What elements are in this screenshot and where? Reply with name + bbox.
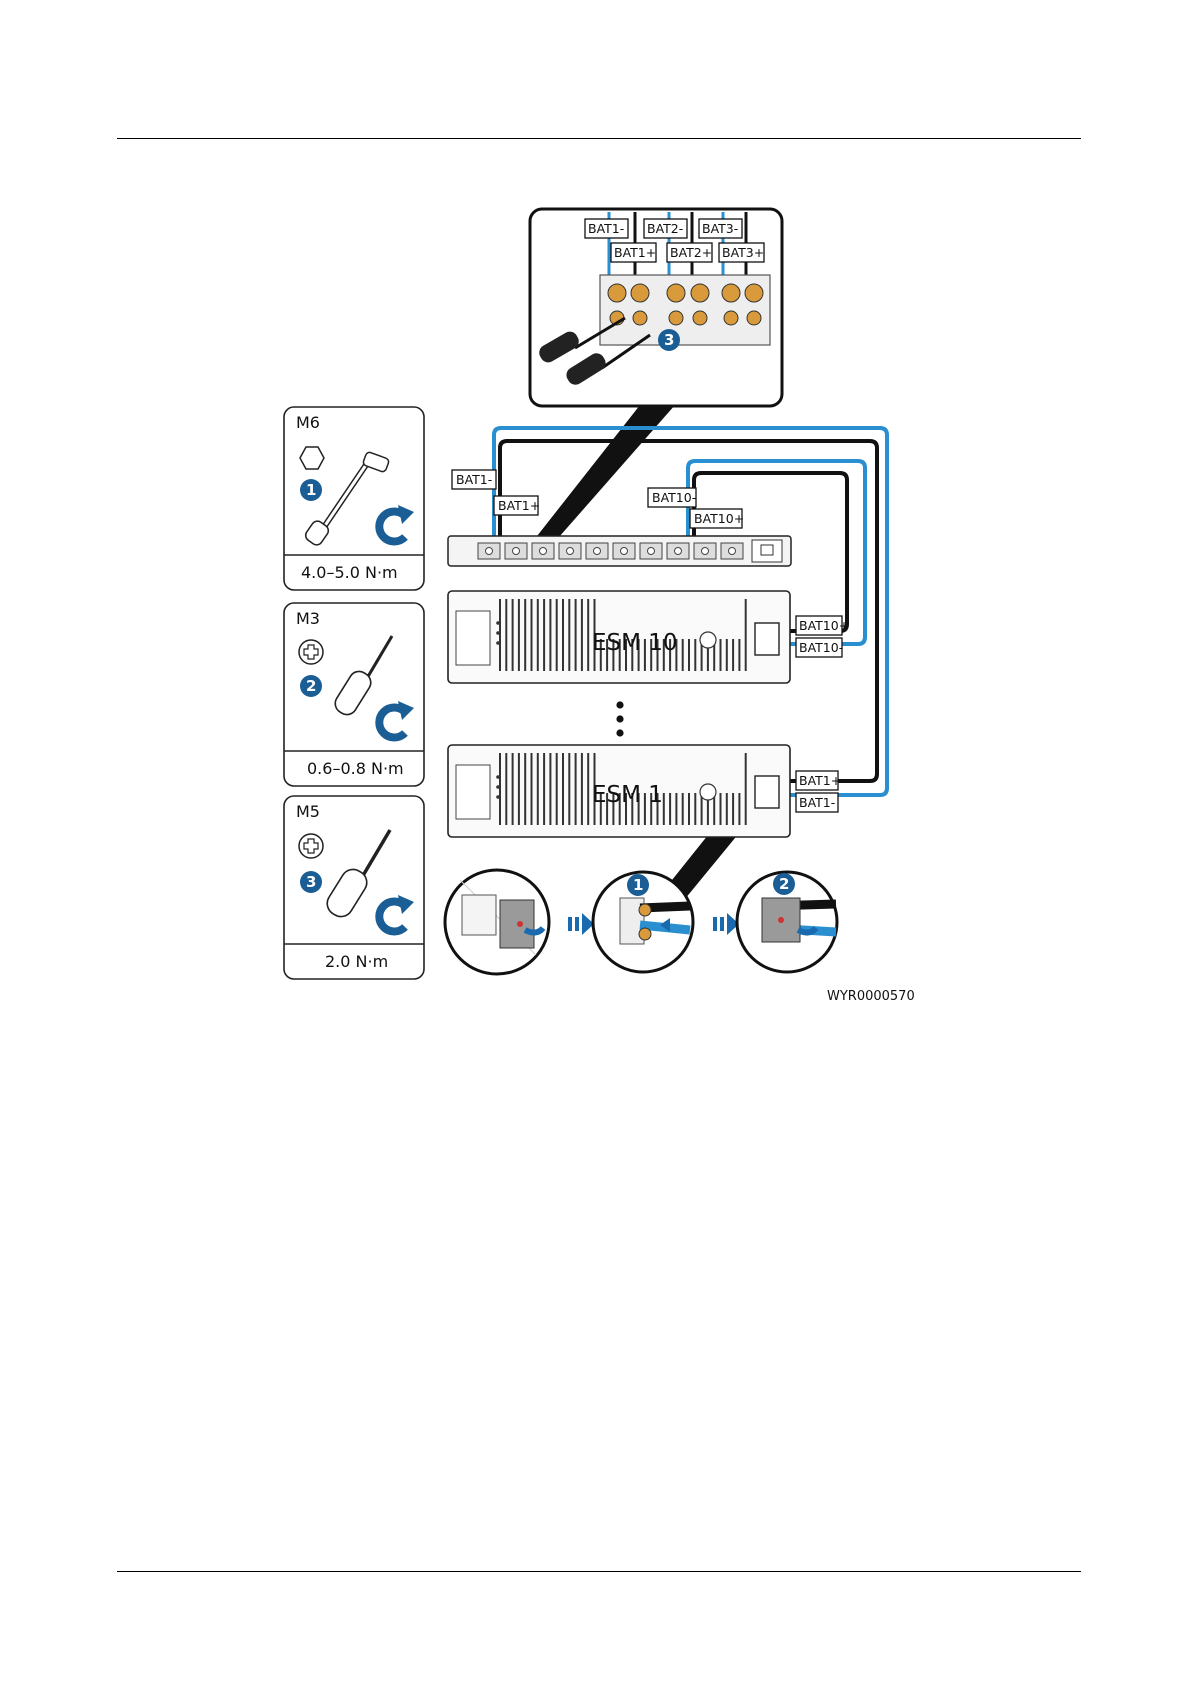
- svg-text:2.0 N·m: 2.0 N·m: [325, 952, 388, 971]
- zoom-label-bat3-pos: BAT3+: [719, 243, 764, 262]
- phillips-icon: [299, 834, 323, 858]
- svg-text:BAT1-: BAT1-: [456, 472, 492, 487]
- svg-text:BAT10+: BAT10+: [694, 511, 744, 526]
- svg-text:BAT1+: BAT1+: [799, 773, 841, 788]
- esm1-label-pos: BAT1+: [796, 771, 841, 790]
- svg-text:3: 3: [664, 331, 674, 349]
- busbar-label-bat1-neg: BAT1-: [452, 470, 496, 489]
- zoom-label-bat2-pos: BAT2+: [667, 243, 712, 262]
- svg-text:1: 1: [633, 876, 643, 894]
- detail-circle-step-1: 1: [593, 872, 693, 972]
- esm10-label-neg: BAT10-: [796, 638, 843, 657]
- tool-panel-m5: M5 3 2.0 N·m: [284, 796, 424, 979]
- tool-panel-m6: M6 1 4.0–5.0 N·m: [284, 407, 424, 590]
- busbar-label-bat10-pos: BAT10+: [690, 509, 744, 528]
- busbar-unit: [448, 536, 791, 566]
- svg-text:BAT1-: BAT1-: [588, 221, 624, 236]
- esm-module-10: ESM 10: [448, 591, 790, 683]
- busbar-label-bat10-neg: BAT10-: [648, 488, 696, 507]
- esm-10-name: ESM 10: [592, 630, 678, 656]
- svg-text:M6: M6: [296, 413, 320, 432]
- tool-panel-m3: M3 2 0.6–0.8 N·m: [284, 603, 424, 786]
- ellipsis-dots: [616, 701, 623, 736]
- figure-id: WYR0000570: [827, 989, 915, 1004]
- esm1-label-neg: BAT1-: [796, 793, 838, 812]
- phillips-icon: [299, 640, 323, 664]
- svg-text:2: 2: [306, 677, 316, 695]
- svg-text:M3: M3: [296, 609, 320, 628]
- svg-text:2: 2: [779, 875, 789, 893]
- svg-text:BAT2+: BAT2+: [670, 245, 712, 260]
- svg-text:BAT3-: BAT3-: [702, 221, 738, 236]
- esm-1-name: ESM 1: [592, 782, 663, 808]
- zoom-label-bat3-neg: BAT3-: [699, 219, 742, 238]
- svg-text:BAT1-: BAT1-: [799, 795, 835, 810]
- svg-text:3: 3: [306, 873, 316, 891]
- svg-text:BAT3+: BAT3+: [722, 245, 764, 260]
- detail-circle-initial: [445, 870, 549, 974]
- svg-text:BAT10+: BAT10+: [799, 618, 849, 633]
- svg-text:BAT10-: BAT10-: [799, 640, 843, 655]
- hexagon-icon: [300, 447, 324, 469]
- svg-text:BAT1+: BAT1+: [498, 498, 540, 513]
- zoom-label-bat1-neg: BAT1-: [585, 219, 628, 238]
- busbar-label-bat1-pos: BAT1+: [494, 496, 540, 515]
- detail-circle-step-2: 2: [737, 872, 837, 972]
- zoom-label-bat1-pos: BAT1+: [611, 243, 656, 262]
- svg-text:BAT2-: BAT2-: [647, 221, 683, 236]
- svg-text:BAT10-: BAT10-: [652, 490, 696, 505]
- svg-text:0.6–0.8 N·m: 0.6–0.8 N·m: [307, 759, 404, 778]
- svg-text:M5: M5: [296, 802, 320, 821]
- esm-module-1: ESM 1: [448, 745, 790, 837]
- arrow-right-2: [713, 913, 739, 935]
- arrow-right-1: [568, 913, 594, 935]
- svg-text:BAT1+: BAT1+: [614, 245, 656, 260]
- svg-text:4.0–5.0 N·m: 4.0–5.0 N·m: [301, 563, 398, 582]
- svg-text:1: 1: [306, 481, 316, 499]
- esm10-label-pos: BAT10+: [796, 616, 849, 635]
- zoom-label-bat2-neg: BAT2-: [644, 219, 687, 238]
